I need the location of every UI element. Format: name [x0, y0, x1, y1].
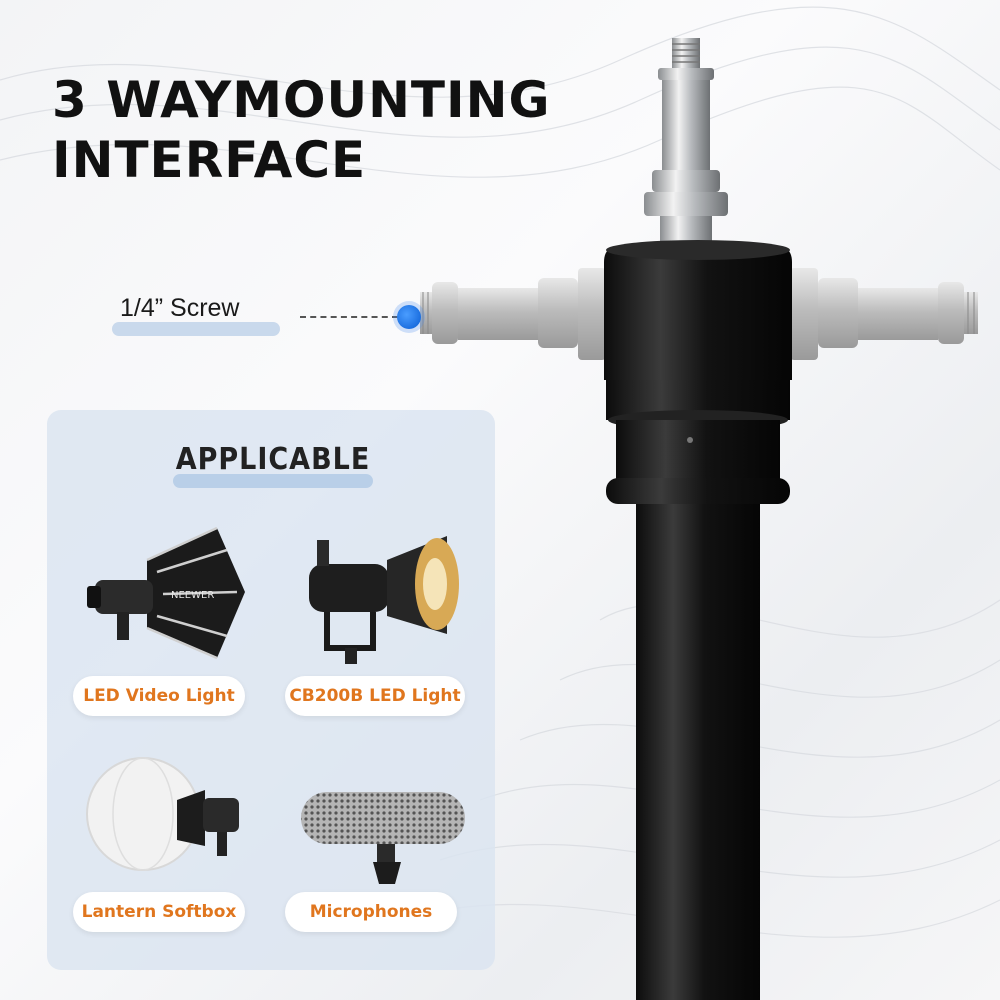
right-spigot [790, 268, 978, 360]
headline-line-2: INTERFACE [52, 131, 367, 189]
callout-dot-icon [397, 305, 421, 329]
item-lantern-softbox [77, 750, 257, 900]
left-spigot [420, 268, 606, 360]
callout-dashed-line [300, 316, 398, 318]
microphone-windscreen-icon [301, 792, 465, 884]
item-microphones [297, 750, 477, 900]
top-spigot [644, 38, 728, 256]
item-label-led-video-light: LED Video Light [73, 676, 245, 716]
black-hub [604, 240, 792, 504]
softbox-light-icon: NEEWER [87, 526, 245, 660]
neewer-logo: NEEWER [171, 590, 214, 601]
applicable-title-text: APPLICABLE [175, 442, 371, 477]
applicable-title: APPLICABLE [173, 442, 373, 490]
applicable-panel: APPLICABLE NEEWER LED Video Light CB200B… [47, 410, 495, 970]
light-stand-head [420, 38, 978, 1000]
spotlight-icon [309, 536, 459, 664]
item-led-video-light: NEEWER [77, 520, 257, 670]
screw-callout-text: 1/4” Screw [120, 294, 240, 322]
stand-pole [636, 504, 760, 1000]
item-label-microphones: Microphones [285, 892, 457, 932]
item-cb200b-led-light [297, 520, 477, 670]
lantern-softbox-icon [86, 757, 239, 871]
screw-callout-label: 1/4” Screw [112, 292, 280, 336]
item-label-lantern-softbox: Lantern Softbox [73, 892, 245, 932]
headline: 3 WAYMOUNTING INTERFACE [52, 70, 551, 190]
item-label-cb200b-led-light: CB200B LED Light [285, 676, 465, 716]
headline-line-1: 3 WAYMOUNTING [52, 71, 551, 129]
